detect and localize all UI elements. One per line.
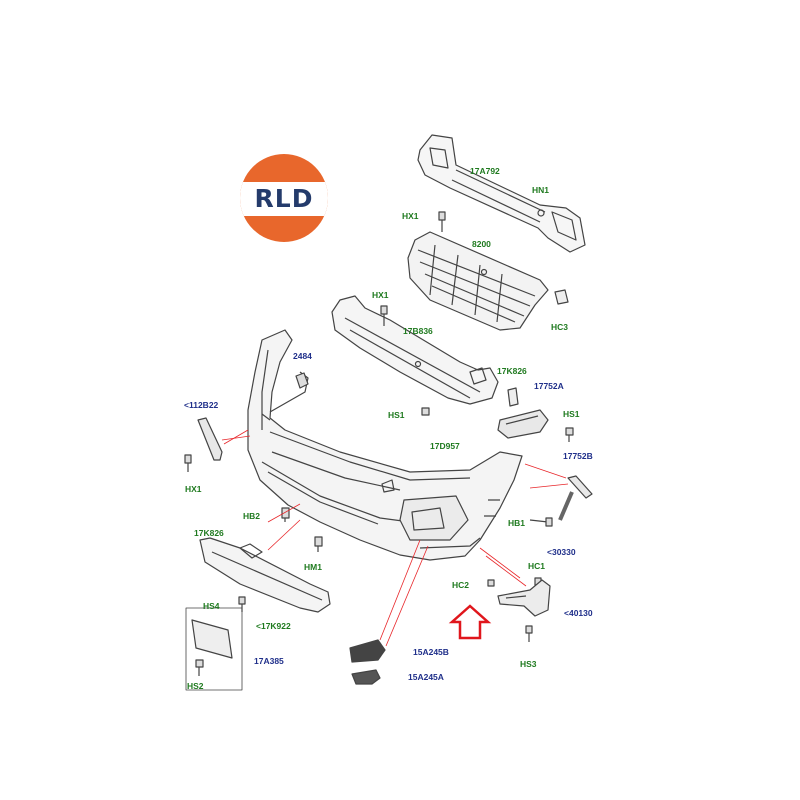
fog-lamp-covers: [349, 639, 386, 685]
label-hc2: HC2: [452, 580, 470, 590]
clip-2484: [295, 372, 309, 389]
logo-text: RLD: [254, 184, 314, 213]
label-17k826-top: 17K826: [497, 366, 527, 376]
label-15a245b: 15A245B: [413, 647, 449, 657]
label-hn1: HN1: [532, 185, 550, 195]
label-hs2: HS2: [187, 681, 204, 691]
label-30330: <30330: [547, 547, 576, 557]
upper-support: [331, 295, 499, 405]
label-2484: 2484: [293, 351, 312, 361]
label-17k826-bottom: 17K826: [194, 528, 224, 538]
hc3-clip: [554, 289, 569, 305]
rld-logo: RLD: [236, 154, 332, 242]
label-17k922: <17K922: [256, 621, 291, 631]
grille: [407, 231, 549, 331]
label-hs3: HS3: [520, 659, 537, 669]
reinforcement-beam: [417, 134, 586, 253]
leader-lines: [221, 429, 569, 647]
left-bracket: [197, 417, 223, 461]
label-hs1-right: HS1: [563, 409, 580, 419]
label-hb1: HB1: [508, 518, 526, 528]
label-17a385: 17A385: [254, 656, 284, 666]
label-8200: 8200: [472, 239, 491, 249]
side-bracket: [497, 579, 551, 617]
splash-shield: [199, 537, 331, 613]
fog-lamp-bezel-right: [497, 409, 549, 439]
label-17a792: 17A792: [470, 166, 500, 176]
label-hb2: HB2: [243, 511, 261, 521]
label-15a245a: 15A245A: [408, 672, 444, 682]
label-17752a: 17752A: [534, 381, 564, 391]
label-hs4: HS4: [203, 601, 220, 611]
label-40130: <40130: [564, 608, 593, 618]
label-hx1-top: HX1: [402, 211, 419, 221]
label-hc1: HC1: [528, 561, 546, 571]
right-cap: [567, 475, 593, 499]
label-112b22: <112B22: [184, 400, 219, 410]
label-17d957: 17D957: [430, 441, 460, 451]
bracket-17k826-top: [507, 387, 519, 407]
label-hx1-mid: HX1: [372, 290, 389, 300]
indicator-arrow: [448, 604, 492, 640]
bumper-cover: [247, 329, 523, 561]
label-hm1: HM1: [304, 562, 322, 572]
label-17752b: 17752B: [563, 451, 593, 461]
label-hx1-bottom: HX1: [185, 484, 202, 494]
label-hc3: HC3: [551, 322, 569, 332]
license-plate-bracket: [185, 607, 243, 691]
label-17b836: 17B836: [403, 326, 433, 336]
label-hs1-left: HS1: [388, 410, 405, 420]
logo-mark: [240, 154, 328, 242]
